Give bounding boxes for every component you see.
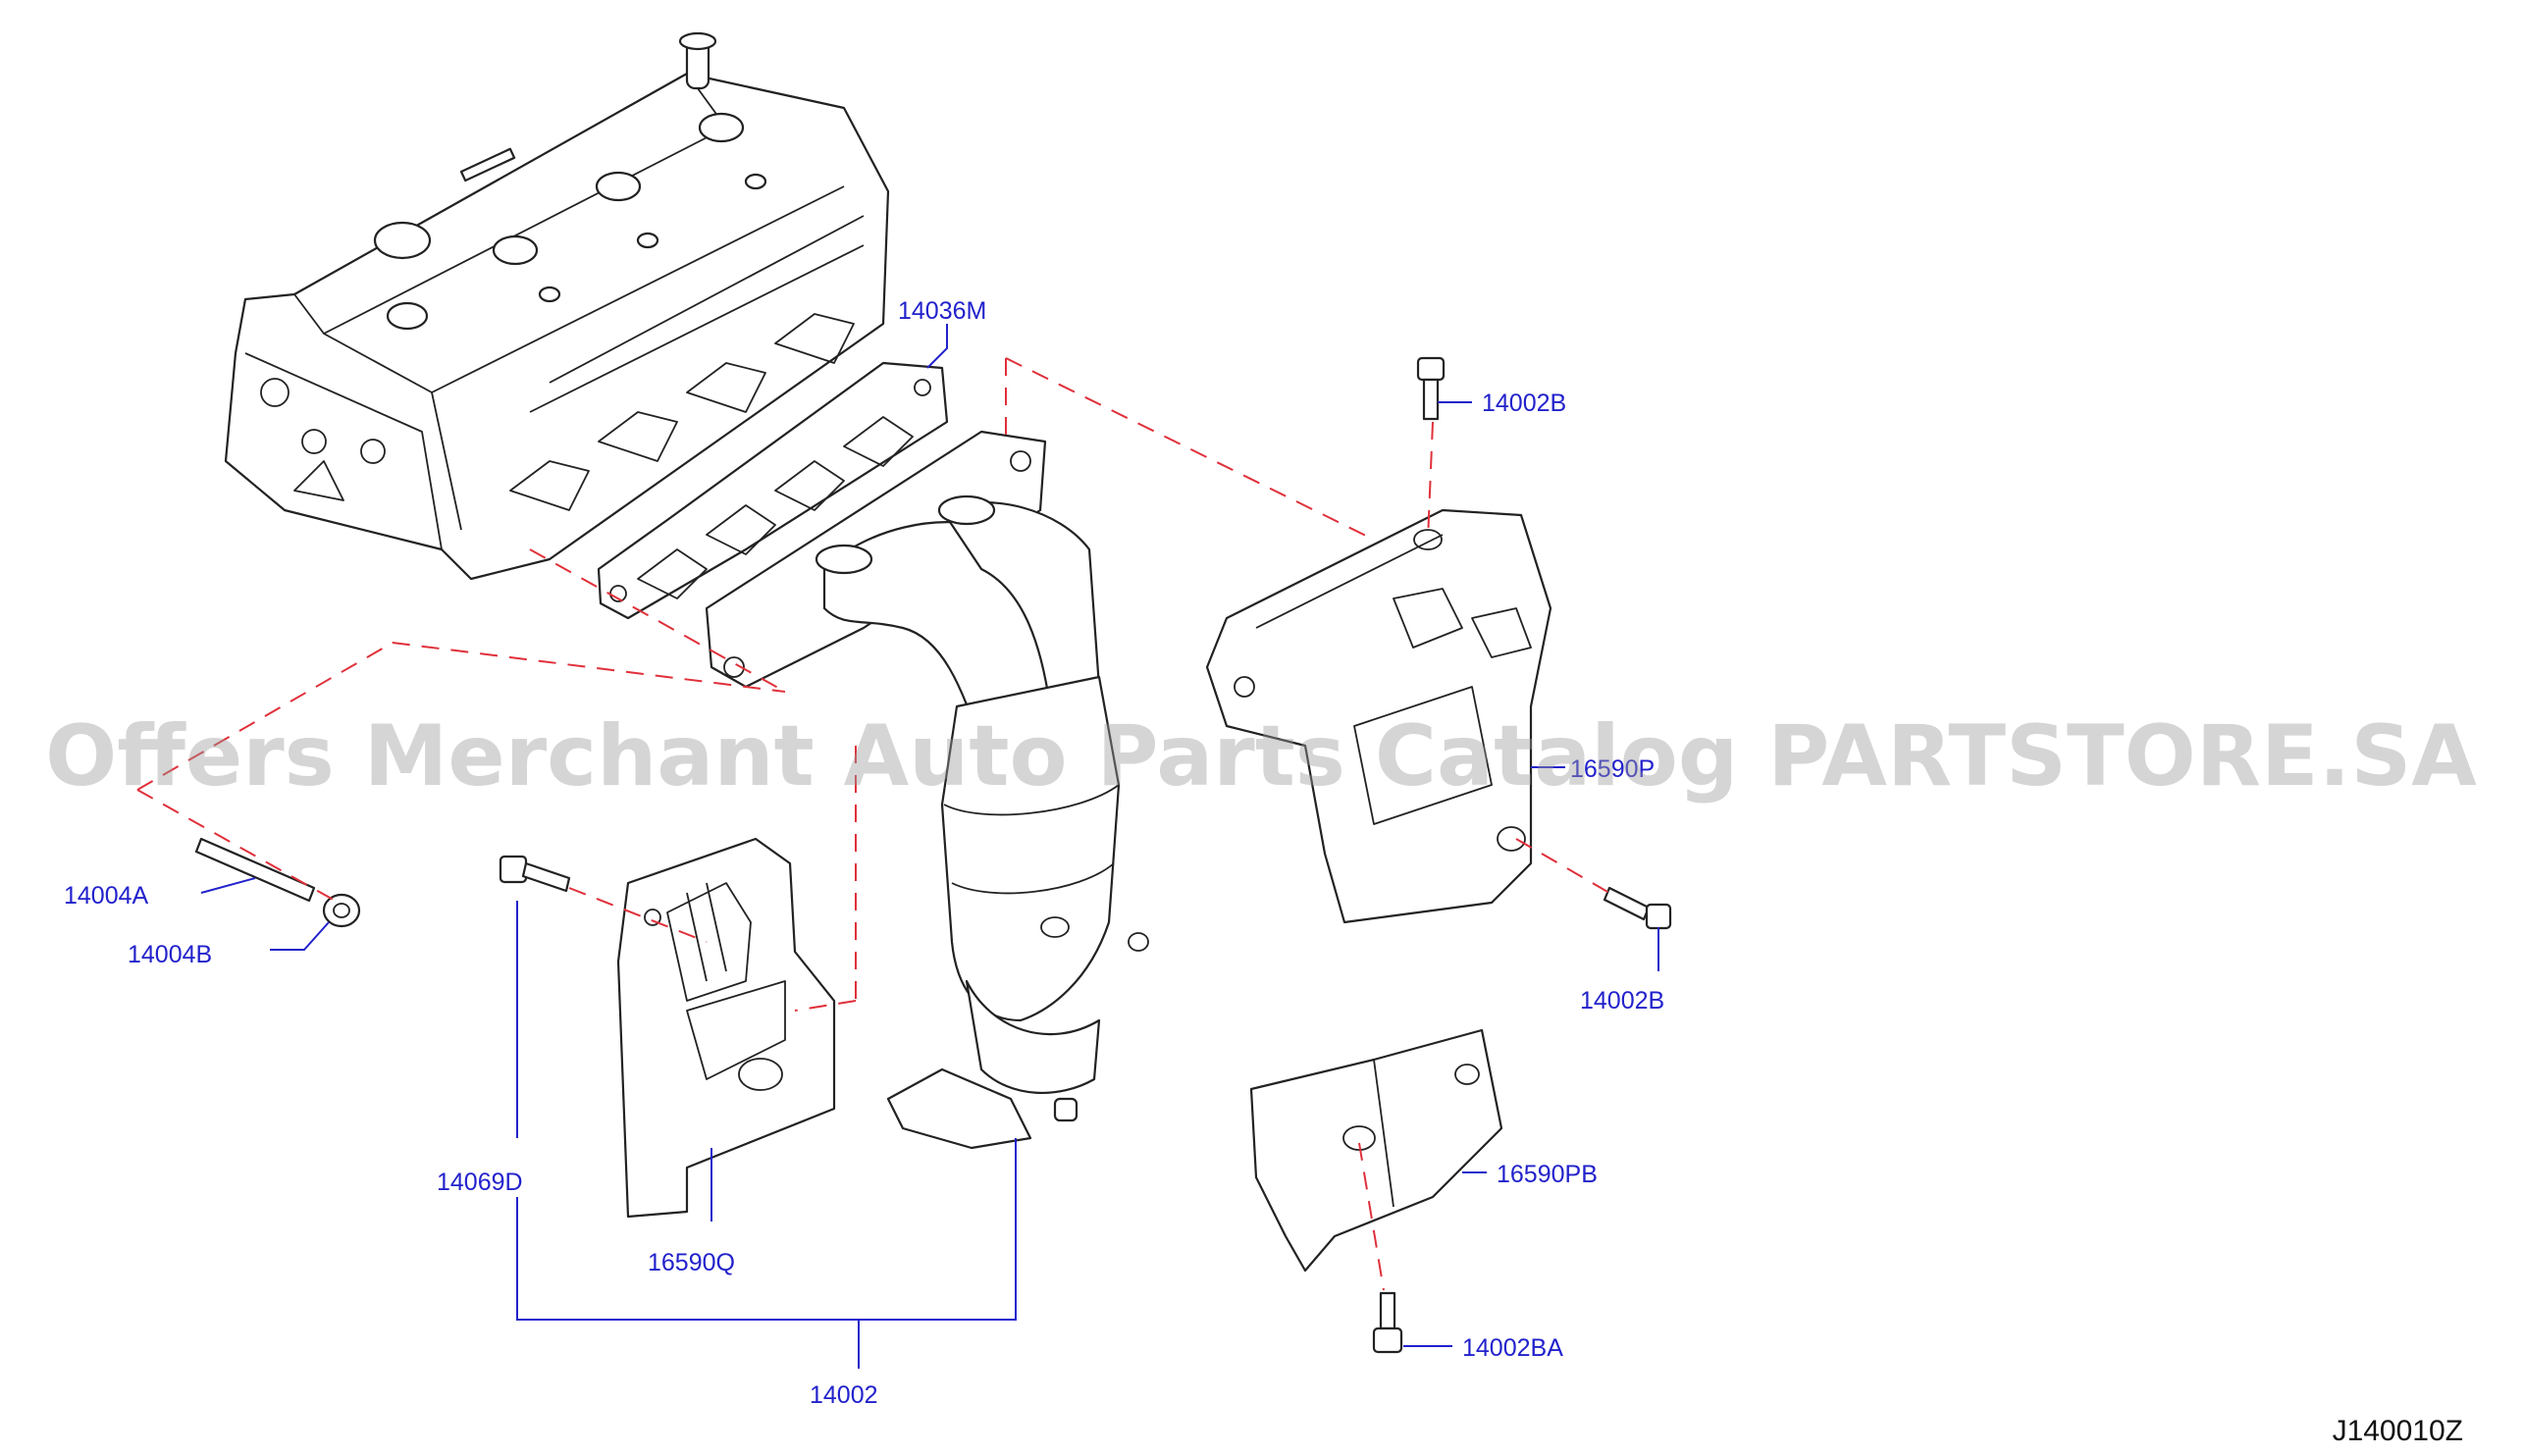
label-bolt-right[interactable]: 14002B: [1580, 987, 1664, 1014]
bolt-lower-illustration: [1372, 1291, 1403, 1354]
exhaust-gasket-illustration: [597, 361, 949, 620]
diagram-code: J140010Z: [2333, 1415, 2463, 1447]
label-bolt-lower[interactable]: 14002BA: [1462, 1334, 1563, 1362]
front-heat-shield-illustration: [616, 837, 836, 1219]
label-cover-front[interactable]: 16590Q: [648, 1249, 735, 1276]
part-labels: 14036M 14002B 14004A 14004B 16590P 14002…: [64, 297, 1664, 1409]
bolt-right-illustration: [1603, 886, 1672, 930]
label-cover-lower[interactable]: 16590PB: [1497, 1161, 1598, 1188]
label-stud-left[interactable]: 14069D: [437, 1169, 523, 1196]
label-manifold[interactable]: 14002: [810, 1381, 878, 1409]
upper-heat-insulator-illustration: [1205, 508, 1552, 924]
label-nut[interactable]: 14004B: [128, 941, 212, 968]
assembly-dashed-lines: [136, 357, 1610, 1291]
stud-illustration: [194, 837, 316, 903]
fasteners: [194, 356, 1672, 1354]
label-gasket[interactable]: 14036M: [898, 297, 986, 325]
label-stud[interactable]: 14004A: [64, 882, 149, 910]
label-insulator-right[interactable]: 16590P: [1570, 755, 1655, 783]
label-bolt-top[interactable]: 14002B: [1482, 390, 1566, 417]
lower-heat-insulator-illustration: [1249, 1028, 1503, 1273]
bolt-top-illustration: [1416, 356, 1446, 421]
watermark: Offers Merchant Auto Parts Catalog PARTS…: [45, 707, 2477, 806]
nut-illustration: [322, 893, 361, 928]
cylinder-head-illustration: [224, 31, 890, 581]
exhaust-manifold-illustration: [705, 430, 1149, 1150]
bolt-left-illustration: [499, 855, 571, 893]
leader-lines: [200, 324, 1659, 1369]
